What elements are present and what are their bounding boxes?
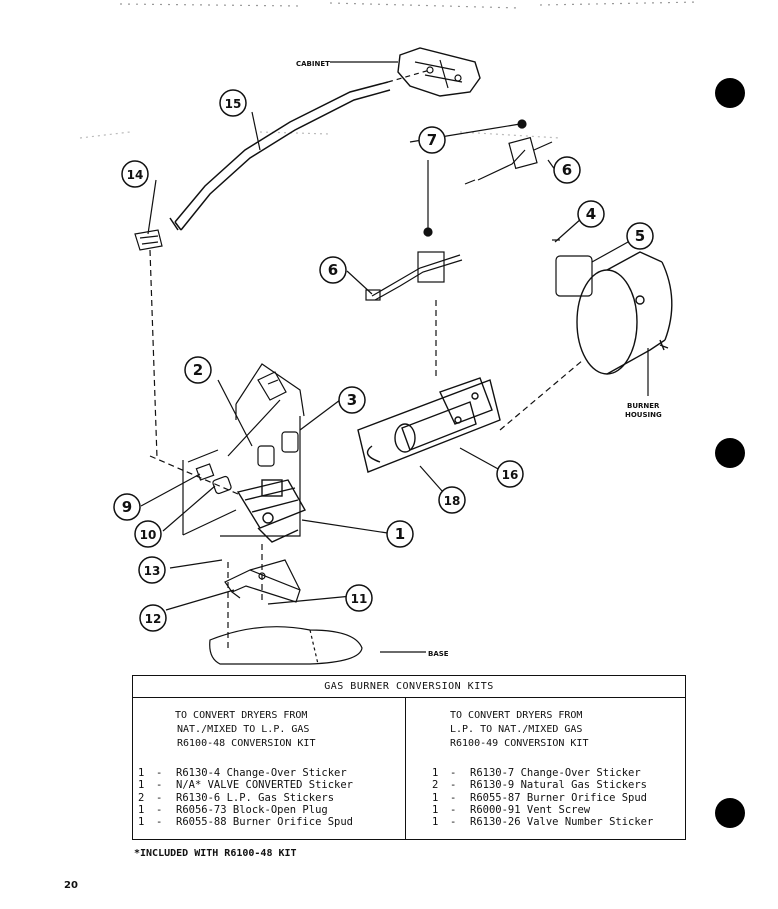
kit-column-nat-to-lp: TO CONVERT DRYERS FROM NAT./MIXED TO L.P… xyxy=(133,697,406,839)
callout-10: 10 xyxy=(140,528,157,542)
list-item: 1-N/A* VALVE CONVERTED Sticker xyxy=(138,779,353,791)
tube-fitting xyxy=(134,229,163,251)
item-qty: 1 xyxy=(138,816,145,829)
list-item: 2-R6130-6 L.P. Gas Stickers xyxy=(138,792,353,804)
item-qty: 1 xyxy=(138,803,145,816)
kit-header-line: TO CONVERT DRYERS FROM xyxy=(175,710,308,721)
item-dash: - xyxy=(156,803,163,816)
table-title: GAS BURNER CONVERSION KITS xyxy=(133,676,685,698)
item-qty: 2 xyxy=(432,779,439,792)
item-qty: 1 xyxy=(138,779,145,792)
burner-bracket xyxy=(555,255,593,297)
item-dash: - xyxy=(450,767,457,779)
wire-harness-upper xyxy=(464,119,553,185)
callout-9: 9 xyxy=(122,498,132,516)
list-item: 2-R6130-9 Natural Gas Stickers xyxy=(432,779,653,791)
kit-header-line: R6100-48 CONVERSION KIT xyxy=(177,738,316,749)
kit-column-lp-to-nat: TO CONVERT DRYERS FROM L.P. TO NAT./MIXE… xyxy=(406,697,685,839)
callout-2: 2 xyxy=(193,361,203,379)
footnote: *INCLUDED WITH R6100-48 KIT xyxy=(134,848,297,859)
conversion-kits-table: GAS BURNER CONVERSION KITS TO CONVERT DR… xyxy=(132,675,686,840)
list-item: 1-R6000-91 Vent Screw xyxy=(432,804,653,816)
callout-7: 7 xyxy=(427,131,437,149)
callout-11: 11 xyxy=(351,592,368,606)
item-desc: R6130-4 Change-Over Sticker xyxy=(176,767,347,779)
item-desc: R6130-6 L.P. Gas Stickers xyxy=(176,791,335,804)
item-dash: - xyxy=(450,816,457,829)
base-label: BASE xyxy=(428,650,449,658)
list-item: 1-R6055-88 Burner Orifice Spud xyxy=(138,816,353,828)
item-qty: 1 xyxy=(432,767,439,779)
item-qty: 1 xyxy=(432,816,439,829)
item-dash: - xyxy=(450,803,457,816)
burner-assembly xyxy=(357,377,501,473)
callout-1: 1 xyxy=(395,525,405,543)
item-desc: N/A* VALVE CONVERTED Sticker xyxy=(176,779,354,792)
item-desc: R6055-87 Burner Orifice Spud xyxy=(470,791,648,804)
kit-header-line: R6100-49 CONVERSION KIT xyxy=(450,738,589,749)
burner-housing xyxy=(576,251,673,375)
list-item: 1-R6130-26 Valve Number Sticker xyxy=(432,816,653,828)
binder-hole-middle xyxy=(715,438,745,468)
callout-5: 5 xyxy=(635,227,645,245)
item-desc: R6130-7 Change-Over Sticker xyxy=(470,767,641,779)
gas-valve xyxy=(236,479,307,543)
kit-items: 1-R6130-7 Change-Over Sticker 2-R6130-9 … xyxy=(432,767,653,828)
binder-hole-top xyxy=(715,78,745,108)
list-item: 1-R6055-87 Burner Orifice Spud xyxy=(432,792,653,804)
item-dash: - xyxy=(450,791,457,804)
item-desc: R6130-9 Natural Gas Stickers xyxy=(470,779,648,792)
item-dash: - xyxy=(156,791,163,804)
list-item: 1- R6130-7 Change-Over Sticker xyxy=(432,767,653,779)
item-desc: R6130-26 Valve Number Sticker xyxy=(470,816,654,829)
item-desc: R6000-91 Vent Screw xyxy=(470,803,591,816)
valve-coils xyxy=(257,371,299,467)
burner-housing-label-line1: BURNER xyxy=(627,402,660,410)
item-dash: - xyxy=(156,816,163,829)
item-dash: - xyxy=(156,767,163,779)
kit-header-line: TO CONVERT DRYERS FROM xyxy=(450,710,583,721)
callout-6-upper: 6 xyxy=(562,161,572,179)
burner-housing-label-line2: HOUSING xyxy=(625,411,662,419)
callout-16: 16 xyxy=(502,468,519,482)
callout-13: 13 xyxy=(144,564,161,578)
item-qty: 1 xyxy=(432,791,439,804)
kit-header: TO CONVERT DRYERS FROM NAT./MIXED TO L.P… xyxy=(133,709,447,751)
item-dash: - xyxy=(156,779,163,792)
callout-4: 4 xyxy=(586,205,596,223)
callout-14: 14 xyxy=(127,168,144,182)
dryer-base xyxy=(209,626,363,665)
callout-18: 18 xyxy=(444,494,461,508)
list-item: 1-R6056-73 Block-Open Plug xyxy=(138,804,353,816)
cabinet-label: CABINET xyxy=(296,60,330,68)
kit-items: 1-R6130-4 Change-Over Sticker 1-N/A* VAL… xyxy=(138,767,353,828)
kit-header-line: NAT./MIXED TO L.P. GAS xyxy=(177,724,310,735)
callout-6-lower: 6 xyxy=(328,261,338,279)
item-desc: R6056-73 Block-Open Plug xyxy=(176,803,328,816)
list-item: 1- R6130-4 Change-Over Sticker xyxy=(138,767,353,779)
exploded-parts-diagram: 1 2 3 4 5 6 6 7 9 10 11 12 13 14 15 16 1… xyxy=(79,1,701,665)
kit-header-line: L.P. TO NAT./MIXED GAS xyxy=(450,724,583,735)
callout-3: 3 xyxy=(347,391,357,409)
binder-hole-bottom xyxy=(715,798,745,828)
gas-supply-tube xyxy=(169,81,391,231)
kit-header: TO CONVERT DRYERS FROM L.P. TO NAT./MIXE… xyxy=(406,709,729,751)
item-desc: R6055-88 Burner Orifice Spud xyxy=(176,816,354,829)
item-dash: - xyxy=(450,779,457,792)
cabinet-bracket xyxy=(397,47,481,97)
page-number: 20 xyxy=(64,880,78,891)
item-qty: 1 xyxy=(138,767,145,779)
wire-harness-lower xyxy=(365,227,463,301)
item-qty: 1 xyxy=(432,803,439,816)
callout-15: 15 xyxy=(225,97,242,111)
callout-12: 12 xyxy=(145,612,162,626)
item-qty: 2 xyxy=(138,791,145,804)
